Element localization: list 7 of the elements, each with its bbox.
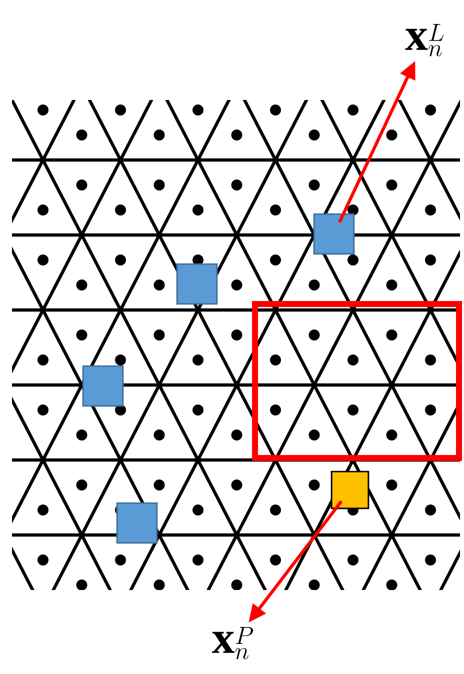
- formula-label: $\mathbf{x}_n^L$: [405, 24, 444, 56]
- formula-label: $\mathbf{x}_n^P$: [212, 626, 254, 660]
- marker-square: [330, 470, 370, 510]
- marker-square: [313, 213, 355, 255]
- marker-square: [82, 365, 124, 407]
- marker-square: [116, 502, 158, 544]
- marker-square: [176, 263, 218, 305]
